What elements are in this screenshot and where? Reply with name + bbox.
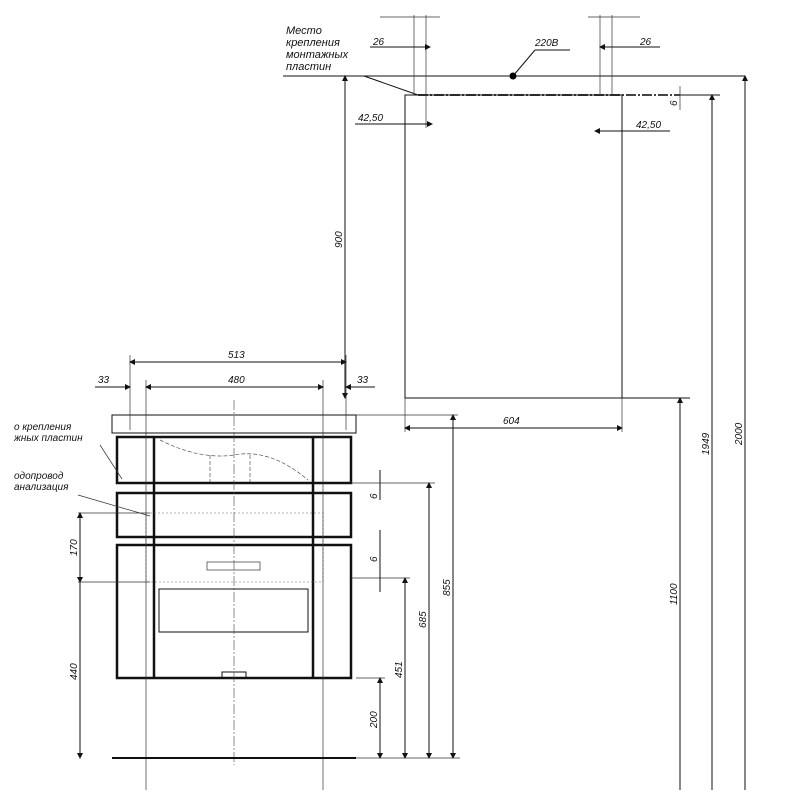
dim-440: 440 [69,663,80,680]
pipe-note: одопровод [14,471,64,482]
cabinet-mount-note: жных пластин [13,433,83,444]
cabinet-drawing: о крепления жных пластин одопровод анали… [13,350,460,790]
dim-2000: 2000 [734,422,745,446]
dim-900: 900 [334,231,345,248]
dim-26-right: 26 [639,37,652,48]
dim-200: 200 [369,711,380,729]
dim-855: 855 [442,579,453,596]
dim-33-right: 33 [357,375,369,386]
dim-6-mirror: 6 [669,100,680,106]
mirror-outline [404,94,623,399]
pipe-note: анализация [14,482,69,493]
mount-note: монтажных [286,49,349,61]
dim-4250-right: 42,50 [636,120,661,131]
mount-note: Место [286,25,322,37]
dim-604: 604 [503,416,520,427]
mount-note: пластин [286,61,331,73]
dim-685: 685 [418,611,429,628]
dim-6-gap1: 6 [369,493,380,499]
cabinet-mount-note: о крепления [14,422,72,433]
dim-480: 480 [228,375,245,386]
dim-33-left: 33 [98,375,110,386]
dim-1100: 1100 [669,583,680,605]
dim-170: 170 [69,539,80,556]
dim-1949: 1949 [701,432,712,455]
dim-4250-left: 42,50 [358,113,383,124]
mirror-drawing: 220В Место крепления монтажных пластин 2… [283,15,748,790]
mount-note: крепления [286,37,340,49]
dim-451: 451 [394,661,405,678]
dim-6-gap2: 6 [369,556,380,562]
dim-26-left: 26 [372,37,385,48]
dim-513: 513 [228,350,245,361]
power-label: 220В [534,38,559,49]
